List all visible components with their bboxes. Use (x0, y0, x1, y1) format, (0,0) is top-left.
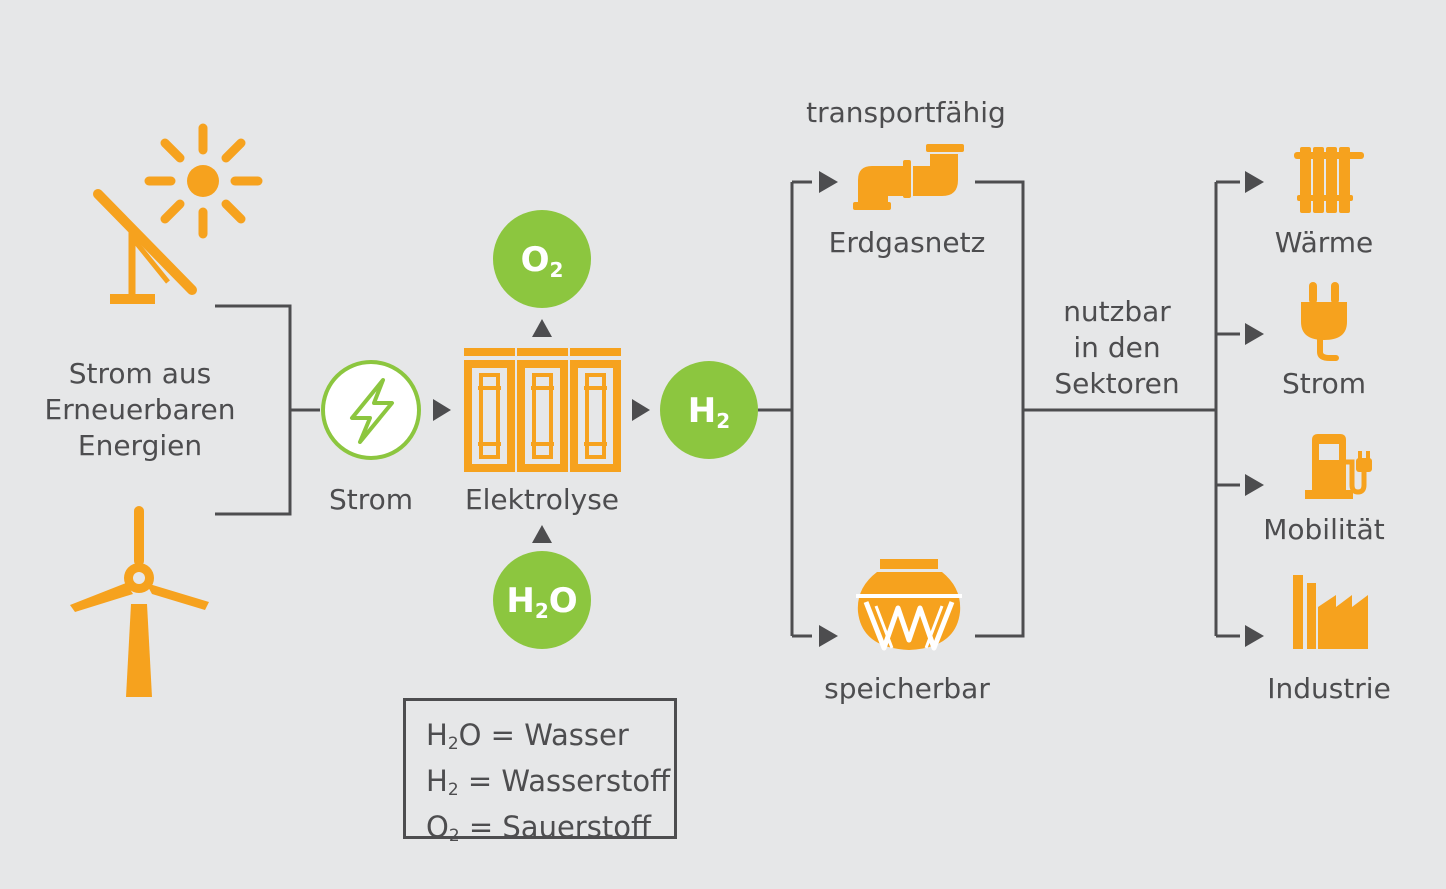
arrow-to-industrie (1245, 625, 1264, 647)
strom-label: Strom (328, 483, 414, 516)
legend-row-sauerstoff: O2 = Sauerstoff (426, 809, 674, 855)
h2-sub: 2 (716, 409, 731, 433)
arrow-from-h2o (532, 525, 552, 543)
pipe-icon (853, 144, 964, 210)
arrow-to-strom-sector (1245, 323, 1264, 345)
arrow-to-erdgasnetz (819, 171, 838, 193)
wind-turbine-icon (70, 506, 209, 697)
h2-circle (660, 361, 758, 459)
arrow-to-mobilitaet (1245, 474, 1264, 496)
h2o-tail: O (548, 581, 578, 621)
sectors-caption-line: Sektoren (1054, 367, 1180, 400)
sun-icon (144, 123, 263, 239)
arrow-to-h2 (632, 399, 650, 421)
h2o-sub: 2 (534, 599, 549, 623)
elektrolyse-label: Elektrolyse (464, 483, 620, 516)
arrow-to-o2 (532, 319, 552, 337)
erdgasnetz-label: Erdgasnetz (828, 226, 986, 259)
strom-circle (321, 360, 421, 460)
legend-formula-sub: 2 (448, 826, 460, 846)
o2-label: O2 (493, 240, 591, 290)
source-merge-line (215, 304, 320, 516)
legend-formula-base: O (426, 810, 449, 844)
h2o-label: H2O (493, 581, 591, 631)
sector-label-mobilitaet: Mobilität (1263, 513, 1385, 546)
sources-label-line: Strom aus (68, 357, 212, 390)
legend-formula-base: H (426, 718, 448, 752)
h2o-base: H (506, 581, 535, 621)
radiator-icon (1294, 147, 1364, 213)
arrow-heads (433, 171, 1264, 647)
legend-text: = Wasser (481, 718, 629, 752)
legend-box: H2O = Wasser H2 = Wasserstoff O2 = Sauer… (403, 698, 677, 846)
legend-formula-sub: 2 (447, 734, 459, 754)
legend-text: = Sauerstoff (459, 810, 651, 844)
sources-label: Strom aus Erneuerbaren Energien (20, 356, 260, 464)
o2-circle (493, 210, 591, 308)
connector-lines (215, 180, 1240, 638)
transport-caption: transportfähig (806, 96, 1006, 129)
sectors-caption: nutzbar in den Sektoren (1042, 294, 1192, 402)
sector-label-industrie: Industrie (1267, 672, 1391, 705)
legend-formula-tail: O (458, 718, 482, 752)
factory-icon (1293, 575, 1368, 649)
sector-label-strom: Strom (1281, 367, 1367, 400)
legend-text: = Wasserstoff (458, 764, 671, 798)
o2-sub: 2 (549, 258, 564, 282)
o2-base: O (520, 240, 550, 280)
sectors-caption-line: in den (1073, 331, 1161, 364)
legend-row-wasserstoff: H2 = Wasserstoff (426, 763, 674, 809)
sources-label-line: Energien (77, 429, 203, 462)
legend-formula-base: H (426, 764, 448, 798)
lightning-icon (350, 378, 394, 444)
sector-branch-line (1214, 180, 1240, 638)
arrow-to-elektrolyse (433, 399, 451, 421)
h2-label: H2 (660, 391, 758, 441)
electrolyser-icon (464, 348, 621, 472)
arrow-to-speicherbar (819, 625, 838, 647)
storage-tank-icon (856, 559, 962, 651)
h2-base: H (687, 391, 717, 431)
solar-panel-icon (93, 189, 197, 304)
h2o-circle (493, 551, 591, 649)
plug-icon (1301, 282, 1347, 361)
h2-split-line (758, 180, 812, 638)
charging-station-icon (1305, 434, 1372, 499)
sources-label-line: Erneuerbaren (44, 393, 236, 426)
arrow-to-waerme (1245, 171, 1264, 193)
legend-formula-sub: 2 (447, 780, 459, 800)
sectors-caption-line: nutzbar (1063, 295, 1171, 328)
sector-label-waerme: Wärme (1274, 226, 1374, 259)
speicherbar-label: speicherbar (824, 672, 990, 705)
paths-join-line (975, 180, 1216, 638)
legend-row-wasser: H2O = Wasser (426, 717, 674, 763)
